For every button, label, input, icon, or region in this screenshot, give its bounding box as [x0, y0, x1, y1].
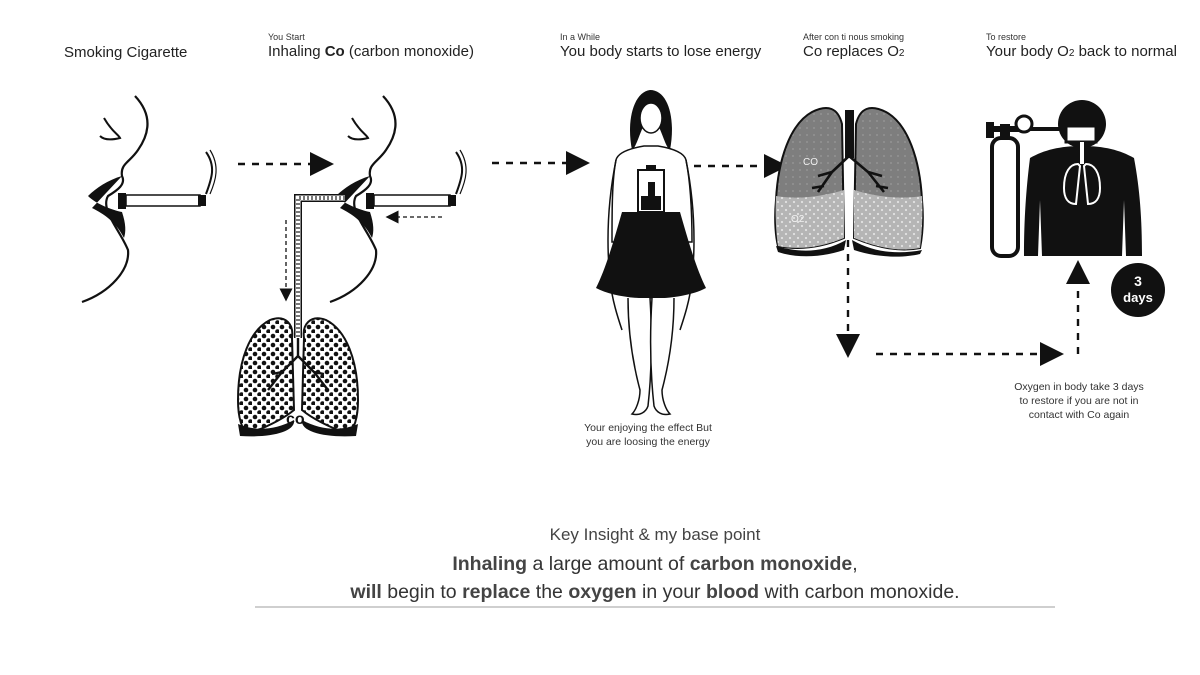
- insight-run: a large amount of: [527, 553, 690, 575]
- lung-co-text: co: [286, 411, 305, 428]
- cigarette-icon: [118, 150, 216, 209]
- insight-run: with carbon monoxide.: [759, 581, 960, 603]
- lung-o2-label: O2: [791, 214, 805, 225]
- insight-line-2: will begin to replace the oxygen in your…: [0, 581, 1200, 604]
- cigarette-icon-2: [366, 150, 466, 209]
- insight-run: Inhaling: [452, 553, 527, 575]
- insight-run: begin to: [382, 581, 462, 603]
- insight-run: carbon monoxide: [690, 553, 853, 575]
- badge-number: 3: [1134, 273, 1142, 289]
- divider: [255, 606, 1055, 608]
- energy-caption-line-2: you are loosing the energy: [548, 435, 748, 449]
- lung-co-label: CO: [803, 157, 818, 168]
- insight-run: replace: [462, 581, 530, 603]
- restore-caption: Oxygen in body take 3 days to restore if…: [990, 380, 1168, 422]
- insight-line-1: Inhaling a large amount of carbon monoxi…: [0, 553, 1200, 576]
- restore-caption-line-1: Oxygen in body take 3 days: [990, 380, 1168, 394]
- insight-heading: Key Insight & my base point: [0, 525, 1200, 545]
- windpipe-icon: [298, 198, 345, 338]
- restore-caption-line-3: contact with Co again: [990, 408, 1168, 422]
- insight-run: will: [350, 581, 381, 603]
- badge-unit: days: [1123, 290, 1153, 305]
- insight-run: ,: [852, 553, 857, 575]
- insight-run: oxygen: [568, 581, 636, 603]
- insight-run: in your: [637, 581, 706, 603]
- oxygen-tank-person-icon: [986, 100, 1142, 256]
- woman-figure-icon: [596, 90, 706, 415]
- restore-caption-line-2: to restore if you are not in: [990, 394, 1168, 408]
- lungs-co-o2-icon: [775, 108, 923, 257]
- energy-caption-line-1: Your enjoying the effect But: [548, 421, 748, 435]
- energy-caption: Your enjoying the effect But you are loo…: [548, 421, 748, 449]
- insight-run: blood: [706, 581, 759, 603]
- insight-run: the: [530, 581, 568, 603]
